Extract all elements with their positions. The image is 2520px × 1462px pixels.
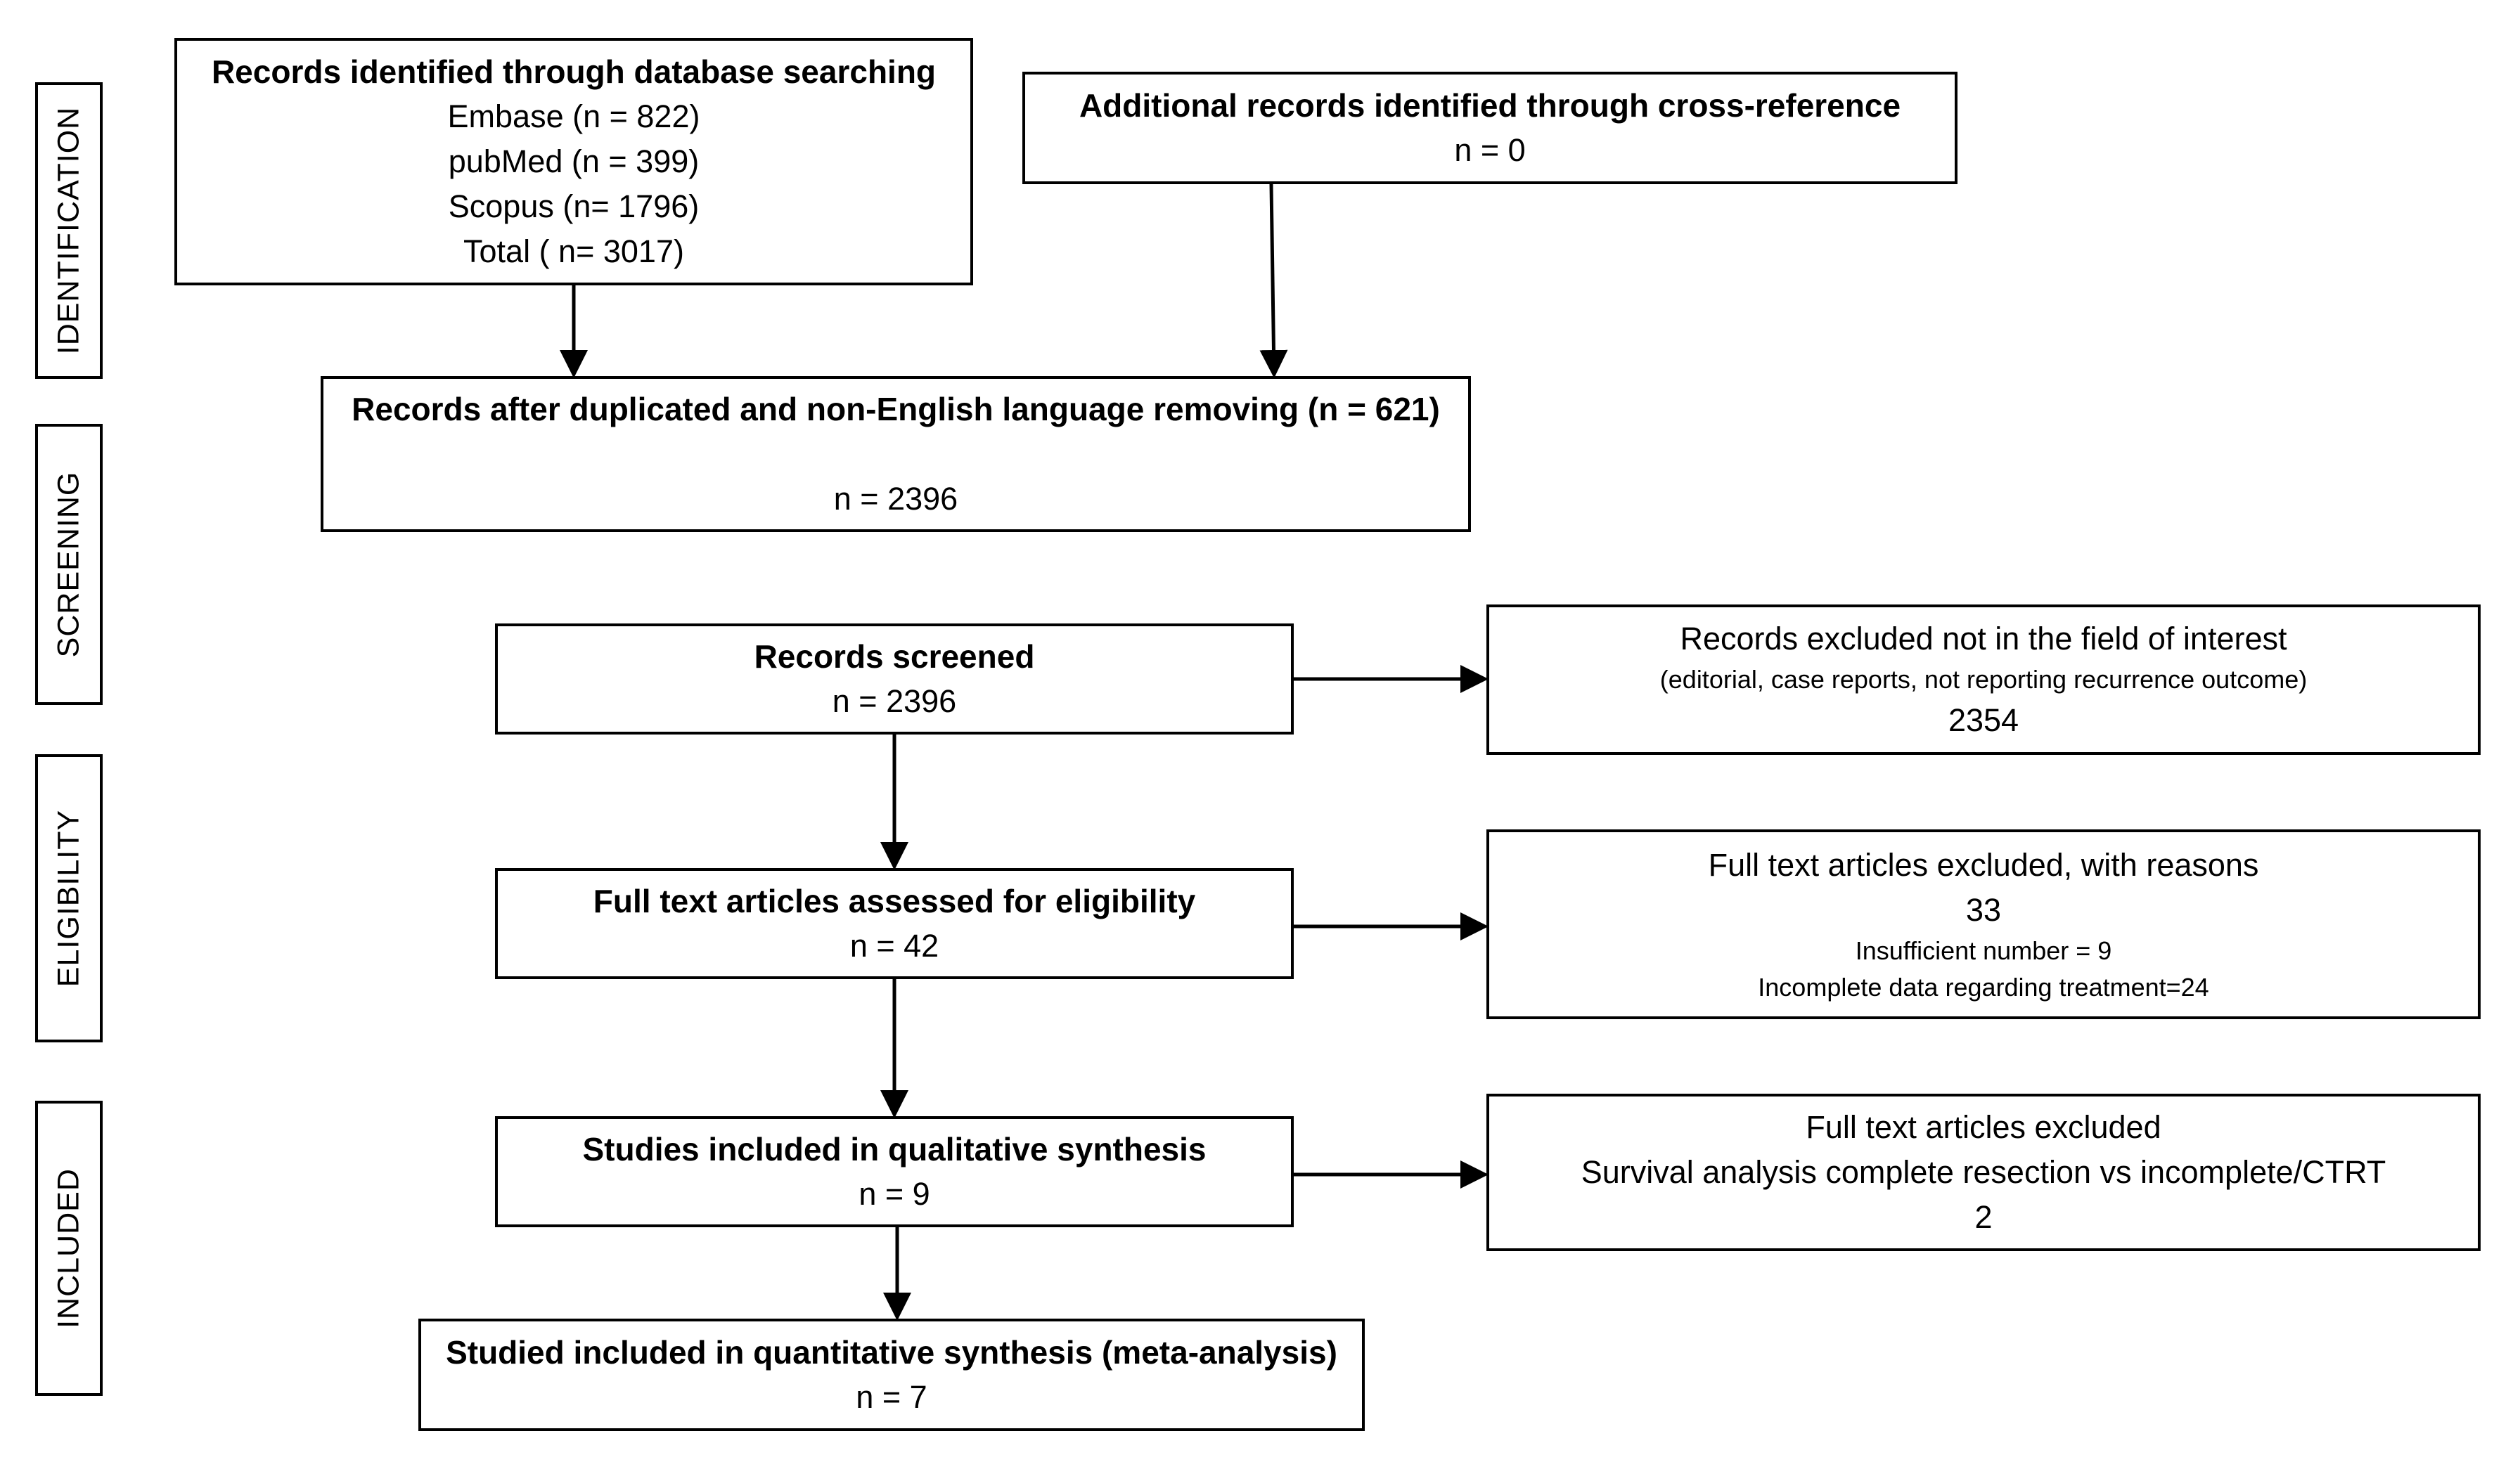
records-screened-title: Records screened xyxy=(754,638,1035,675)
excluded-survival-box: Full text articles excluded Survival ana… xyxy=(1486,1094,2481,1251)
fulltext-assessed-title: Full text articles assessed for eligibil… xyxy=(593,883,1196,919)
database-search-title: Records identified through database sear… xyxy=(211,53,937,90)
stage-identification: IDENTIFICATION xyxy=(35,82,103,379)
cross-reference-box: Additional records identified through cr… xyxy=(1022,72,1958,184)
excluded-survival-count: 2 xyxy=(1974,1199,1993,1235)
dedup-count: n = 2396 xyxy=(833,481,958,517)
excluded-interest-detail: (editorial, case reports, not reporting … xyxy=(1659,665,2308,694)
qualitative-synthesis-title: Studies included in qualitative synthesi… xyxy=(582,1131,1207,1167)
quantitative-synthesis-title: Studied included in quantitative synthes… xyxy=(446,1334,1337,1371)
excluded-interest-box: Records excluded not in the field of int… xyxy=(1486,604,2481,755)
database-search-line: Total ( n= 3017) xyxy=(463,233,684,269)
excluded-interest-title: Records excluded not in the field of int… xyxy=(1680,621,2287,656)
records-screened-box: Records screened n = 2396 xyxy=(495,623,1294,735)
excluded-reasons-title: Full text articles excluded, with reason… xyxy=(1708,847,2259,883)
stage-included-label: INCLUDED xyxy=(51,1168,86,1328)
stage-identification-label: IDENTIFICATION xyxy=(51,106,86,355)
excluded-reasons-count: 33 xyxy=(1965,892,2002,928)
quantitative-synthesis-box: Studied included in quantitative synthes… xyxy=(418,1319,1365,1431)
qualitative-synthesis-count: n = 9 xyxy=(859,1176,930,1212)
stage-eligibility-label: ELIGIBILITY xyxy=(51,809,86,988)
records-screened-count: n = 2396 xyxy=(832,683,957,719)
dedup-title: Records after duplicated and non-English… xyxy=(352,391,1440,427)
stage-screening-label: SCREENING xyxy=(51,471,86,658)
excluded-survival-title: Full text articles excluded xyxy=(1806,1109,2161,1145)
fulltext-assessed-box: Full text articles assessed for eligibil… xyxy=(495,868,1294,979)
fulltext-assessed-count: n = 42 xyxy=(849,928,939,964)
stage-included: INCLUDED xyxy=(35,1101,103,1396)
qualitative-synthesis-box: Studies included in qualitative synthesi… xyxy=(495,1116,1294,1227)
excluded-reasons-box: Full text articles excluded, with reason… xyxy=(1486,829,2481,1019)
cross-reference-title: Additional records identified through cr… xyxy=(1079,87,1901,124)
stage-eligibility: ELIGIBILITY xyxy=(35,754,103,1042)
quantitative-synthesis-count: n = 7 xyxy=(856,1379,927,1415)
database-search-box: Records identified through database sear… xyxy=(174,38,973,285)
excluded-reason-item: Incomplete data regarding treatment=24 xyxy=(1758,973,2209,1002)
excluded-reason-item: Insufficient number = 9 xyxy=(1855,936,2112,965)
stage-screening: SCREENING xyxy=(35,424,103,705)
database-search-line: Embase (n = 822) xyxy=(447,98,700,134)
database-search-line: pubMed (n = 399) xyxy=(448,143,700,179)
excluded-survival-detail: Survival analysis complete resection vs … xyxy=(1581,1154,2386,1190)
excluded-interest-count: 2354 xyxy=(1948,702,2019,738)
cross-reference-count: n = 0 xyxy=(1454,132,1526,168)
arrow-crossref-to-dedup xyxy=(1259,183,1288,378)
database-search-line: Scopus (n= 1796) xyxy=(448,188,700,224)
dedup-box: Records after duplicated and non-English… xyxy=(321,376,1471,532)
